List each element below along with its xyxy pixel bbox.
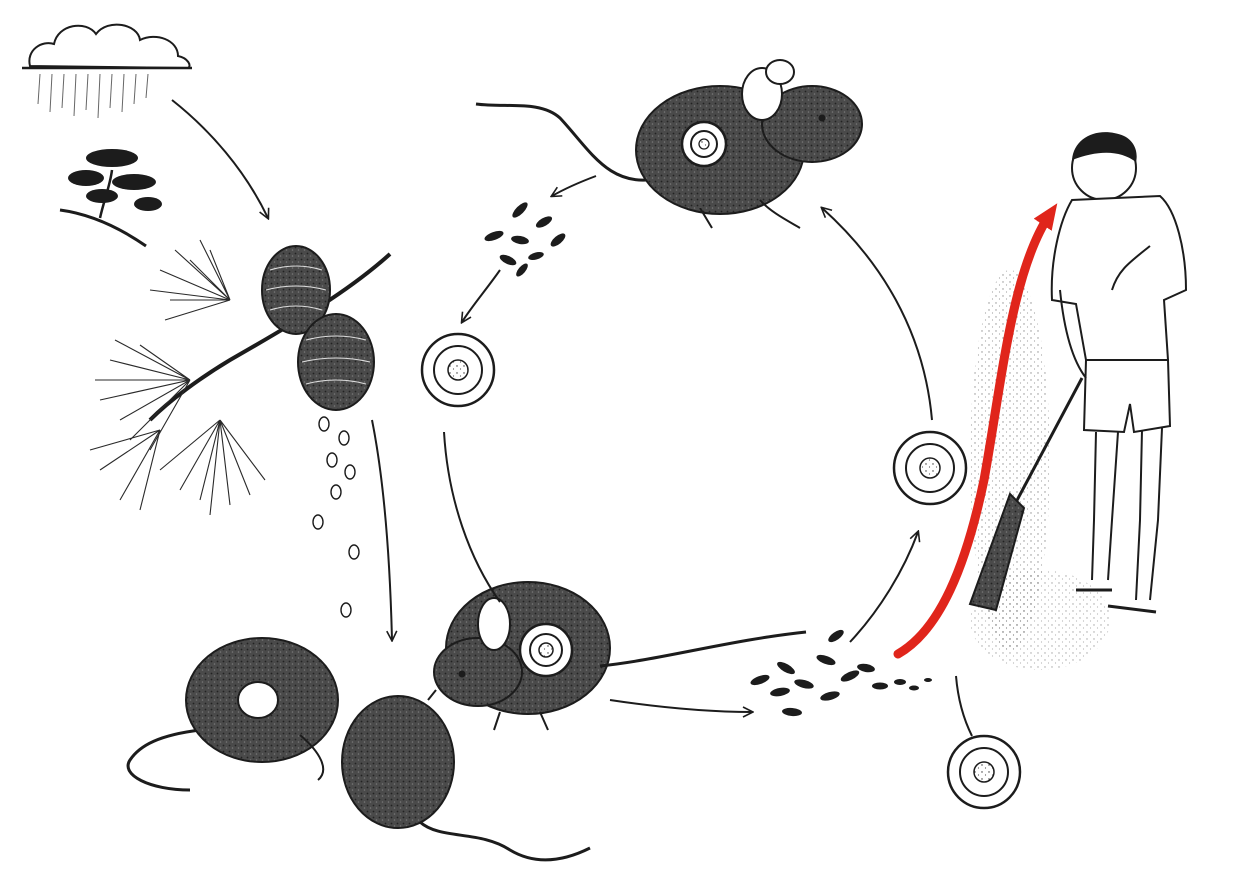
cyst-egg-icon xyxy=(894,432,966,504)
mouse-icon xyxy=(128,638,338,790)
arrow-droppings-to-cyst xyxy=(850,532,918,642)
arrow-cyst-to-mouse xyxy=(822,208,932,420)
mouse-icon xyxy=(342,696,590,860)
arrow-mouse-to-top-droppings xyxy=(552,176,596,196)
mouse-icon xyxy=(476,60,862,228)
mouse-icon xyxy=(428,582,806,730)
arrow-mouse-to-droppings xyxy=(610,700,752,712)
tree-icon xyxy=(60,149,162,246)
cyst-egg-icon xyxy=(948,736,1020,808)
seed-icon xyxy=(313,417,359,617)
arrow-seeds-to-mouse xyxy=(372,420,392,640)
arrow-rain-to-pine xyxy=(172,100,268,218)
cyst-egg-icon xyxy=(520,624,572,676)
cloud-rain-icon xyxy=(22,25,192,118)
cyst-egg-icon xyxy=(682,122,726,166)
pine-cone-icon xyxy=(298,314,374,410)
arrow-droppings-to-cyst-left xyxy=(462,270,500,322)
droppings-icon xyxy=(483,200,567,278)
droppings-icon xyxy=(749,628,932,717)
arrow-cyst-to-bottom-mouse xyxy=(444,432,500,602)
cyst-egg-icon xyxy=(422,334,494,406)
arrow-dust-to-cyst xyxy=(956,676,972,736)
